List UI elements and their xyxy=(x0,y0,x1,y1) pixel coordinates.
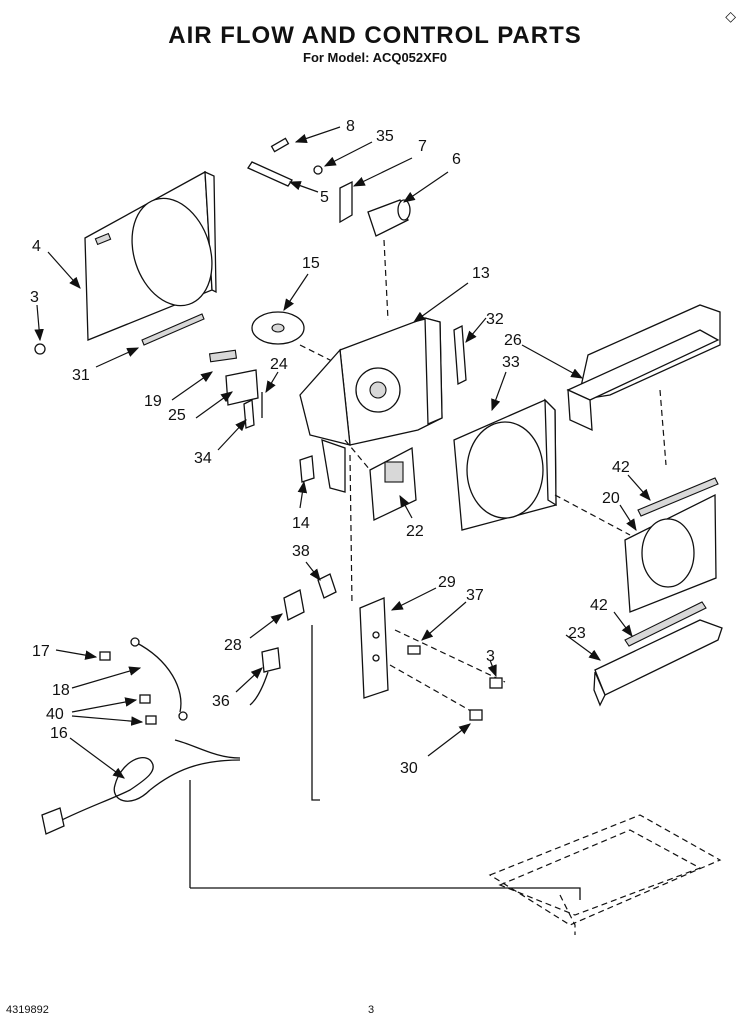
switch-part xyxy=(299,455,315,483)
callout-31: 31 xyxy=(72,367,90,384)
front-panel-part xyxy=(84,170,217,341)
callout-18: 18 xyxy=(52,682,70,699)
rod-parts xyxy=(247,137,353,224)
callout-17: 17 xyxy=(32,643,50,660)
terminal-part xyxy=(249,647,281,706)
corner-mark: ◇ xyxy=(725,8,736,24)
callout-5: 5 xyxy=(320,189,329,206)
callout-37: 37 xyxy=(466,587,484,604)
callout-22: 22 xyxy=(406,523,424,540)
screw-part xyxy=(469,709,483,721)
callout-20: 20 xyxy=(602,490,620,507)
callout-7: 7 xyxy=(418,138,427,155)
callout-38: 38 xyxy=(292,543,310,560)
grille-parts xyxy=(624,477,719,613)
callout-23: 23 xyxy=(568,625,586,642)
callout-3-right: 3 xyxy=(486,648,495,665)
foam-strip-part xyxy=(141,313,205,346)
callout-36: 36 xyxy=(212,693,230,710)
model-subtitle: For Model: ACQ052XF0 xyxy=(303,50,447,65)
callout-25: 25 xyxy=(168,407,186,424)
callout-35: 35 xyxy=(376,128,394,145)
callout-4: 4 xyxy=(32,238,41,255)
callout-28: 28 xyxy=(224,637,242,654)
callout-14: 14 xyxy=(292,515,310,532)
scroll-housing-part xyxy=(453,398,557,531)
callout-3-left: 3 xyxy=(30,289,39,306)
callout-6: 6 xyxy=(452,151,461,168)
callout-24: 24 xyxy=(270,356,288,373)
callout-42-bottom: 42 xyxy=(590,597,608,614)
callout-26: 26 xyxy=(504,332,522,349)
callout-16: 16 xyxy=(50,725,68,742)
capacitor-part xyxy=(367,199,411,237)
callout-29: 29 xyxy=(438,574,456,591)
callout-33: 33 xyxy=(502,354,520,371)
fan-blade-part xyxy=(251,311,305,345)
callout-30: 30 xyxy=(400,760,418,777)
power-cord-part xyxy=(41,637,241,888)
callout-32: 32 xyxy=(486,311,504,328)
callout-8: 8 xyxy=(346,118,355,135)
callout-19: 19 xyxy=(144,393,162,410)
screw-part xyxy=(489,677,503,689)
seal-strip-part xyxy=(453,324,467,386)
base-strip-parts xyxy=(593,601,723,707)
document-number: 4319892 xyxy=(6,1004,49,1016)
connector-part xyxy=(283,589,305,621)
page-title: AIR FLOW AND CONTROL PARTS xyxy=(168,22,582,49)
callout-15: 15 xyxy=(302,255,320,272)
screw-part xyxy=(407,645,421,655)
page-number: 3 xyxy=(368,1004,375,1016)
discharge-duct-part xyxy=(566,304,721,432)
control-bracket-parts xyxy=(208,349,263,429)
callout-40: 40 xyxy=(46,706,64,723)
motor-bracket-part xyxy=(299,317,443,493)
base-pan-part xyxy=(488,814,722,935)
callout-13: 13 xyxy=(472,265,490,282)
relay-bracket-parts xyxy=(317,573,389,699)
callout-34: 34 xyxy=(194,450,212,467)
callout-42-top: 42 xyxy=(612,459,630,476)
control-panel-part xyxy=(369,446,417,521)
screw-part xyxy=(34,343,46,355)
